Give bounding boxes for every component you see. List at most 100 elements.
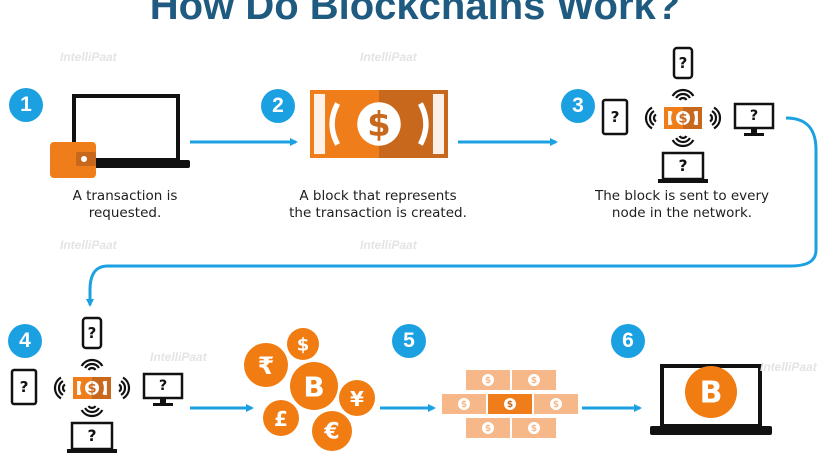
block-coin	[528, 374, 540, 386]
currency-coin	[287, 328, 319, 360]
banknote-paren	[329, 102, 341, 146]
question-glyph: ?	[679, 54, 688, 72]
step-1-caption: A transaction is requested.	[30, 188, 220, 222]
step-number-1: 1	[9, 88, 43, 122]
currency-coin	[312, 411, 352, 451]
laptop-icon	[70, 421, 114, 451]
signal-wave	[652, 113, 657, 123]
signal-wave	[678, 96, 688, 101]
dollar-glyph: $	[507, 400, 513, 410]
signal-wave	[87, 405, 97, 410]
signal-wave	[84, 407, 100, 414]
block-coin	[482, 422, 494, 434]
block-coin	[482, 374, 494, 386]
question-glyph: ?	[159, 378, 167, 394]
question-glyph: ?	[20, 378, 29, 396]
signal-wave	[118, 383, 123, 393]
bitcoin-glyph: B	[700, 376, 723, 411]
signal-wave	[80, 358, 104, 367]
currency-coin	[244, 343, 288, 387]
block-coin	[550, 398, 562, 410]
signal-wave	[57, 380, 64, 396]
banknote-coin	[357, 102, 401, 146]
currency-glyph: $	[297, 335, 310, 356]
dollar-glyph: $	[553, 400, 559, 410]
signal-wave	[61, 383, 66, 393]
currency-glyph: £	[274, 407, 288, 431]
dollar-glyph: $	[531, 424, 537, 434]
bitcoin-coin	[685, 366, 737, 418]
signal-wave	[53, 376, 62, 400]
banknote-corner	[432, 94, 444, 154]
banknote-corner	[77, 381, 81, 395]
caption-line: node in the network.	[611, 205, 753, 221]
signal-wave	[709, 113, 714, 123]
step-2-caption: A block that represents the transaction …	[268, 188, 488, 222]
banknote-corner	[694, 111, 698, 125]
dollar-glyph: $	[678, 112, 687, 127]
step-number-3: 3	[561, 89, 595, 123]
banknote-corner	[668, 111, 672, 125]
currency-coin	[339, 380, 375, 416]
dollar-glyph: $	[531, 376, 537, 386]
watermark: IntelliPaat	[60, 50, 117, 64]
signal-wave	[713, 106, 722, 130]
caption-line: requested.	[88, 205, 162, 221]
signal-wave	[711, 110, 718, 126]
signal-wave	[675, 92, 691, 99]
signal-wave	[80, 409, 104, 418]
banknote-corner	[314, 94, 326, 154]
connector-arrow	[86, 116, 818, 307]
signal-wave	[671, 88, 695, 97]
laptop-keyboard	[66, 160, 190, 168]
currency-glyph: B	[303, 371, 324, 404]
currency-glyph: ₹	[258, 352, 275, 380]
monitor-base	[153, 403, 173, 406]
caption-line: The block is sent to every	[594, 188, 770, 204]
caption-line: A block that represents	[299, 188, 457, 204]
signal-wave	[671, 139, 695, 148]
wallet-icon	[50, 142, 96, 178]
step-number-5: 5	[392, 324, 426, 358]
banknote-coin	[84, 380, 100, 396]
dollar-glyph: $	[367, 105, 391, 145]
watermark: IntelliPaat	[360, 238, 417, 252]
block-coin	[458, 398, 470, 410]
question-glyph: ?	[750, 108, 758, 124]
laptop-wallet-icon	[50, 94, 190, 178]
monitor-stand	[751, 128, 757, 133]
currency-glyph: €	[323, 420, 339, 445]
phone-icon	[672, 46, 694, 80]
currency-coin	[290, 362, 338, 410]
wallet-button	[81, 156, 87, 162]
step-number-4: 4	[8, 324, 42, 358]
question-glyph: ?	[88, 324, 97, 342]
network-broadcast-icon: $????	[601, 46, 775, 183]
currency-coin	[263, 400, 299, 436]
dollar-glyph: $	[485, 424, 491, 434]
block-coin	[528, 422, 540, 434]
watermark: IntelliPaat	[150, 350, 207, 364]
laptop-icon	[661, 151, 705, 181]
network-broadcast-icon: $????	[10, 316, 184, 453]
tablet-icon	[601, 98, 629, 136]
banknote-paren	[417, 102, 429, 146]
signal-wave	[644, 106, 653, 130]
signal-wave	[84, 362, 100, 369]
banknote-corner	[103, 381, 107, 395]
caption-line: the transaction is created.	[289, 205, 467, 221]
question-glyph: ?	[678, 157, 687, 175]
step-3-caption: The block is sent to every node in the n…	[572, 188, 792, 222]
step-number-6: 6	[611, 324, 645, 358]
laptop-base	[67, 449, 117, 453]
dollar-glyph: $	[485, 376, 491, 386]
banknote-coin	[675, 110, 691, 126]
block-coin	[504, 398, 516, 410]
signal-wave	[122, 376, 131, 400]
signal-wave	[678, 135, 688, 140]
tablet-icon	[10, 368, 38, 406]
dollar-glyph: $	[461, 400, 467, 410]
phone-icon	[81, 316, 103, 350]
